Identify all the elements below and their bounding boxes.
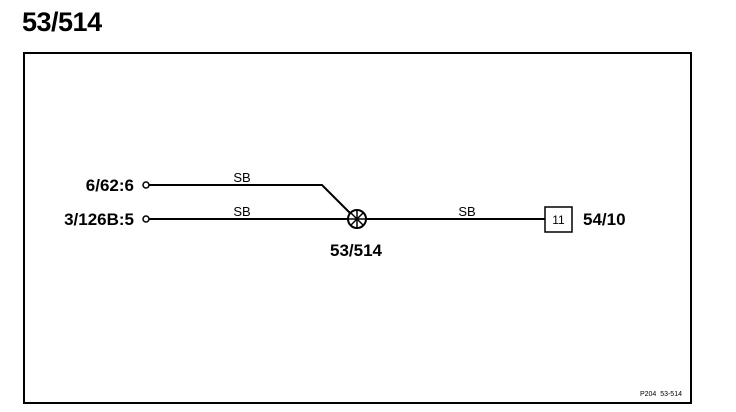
wire-label-lower: SB	[233, 204, 250, 219]
connector-terminal-bottom	[142, 215, 150, 223]
page-title: 53/514	[22, 7, 102, 37]
diagram-border	[23, 52, 692, 404]
splice-label: 53/514	[330, 241, 383, 260]
connector-terminal-top	[142, 181, 150, 189]
wire-upper	[149, 184, 352, 215]
wire-label-upper: SB	[233, 170, 250, 185]
reference-code: P204 53-514	[640, 391, 682, 398]
wire-label-right: SB	[458, 204, 475, 219]
splice-icon	[347, 209, 367, 229]
connector-label-bottom: 3/126B:5	[64, 210, 134, 229]
connector-label-top: 6/62:6	[86, 176, 134, 195]
component-pin-label: 11	[552, 213, 565, 227]
component-label: 54/10	[583, 210, 626, 229]
component-pin-box	[544, 206, 573, 233]
